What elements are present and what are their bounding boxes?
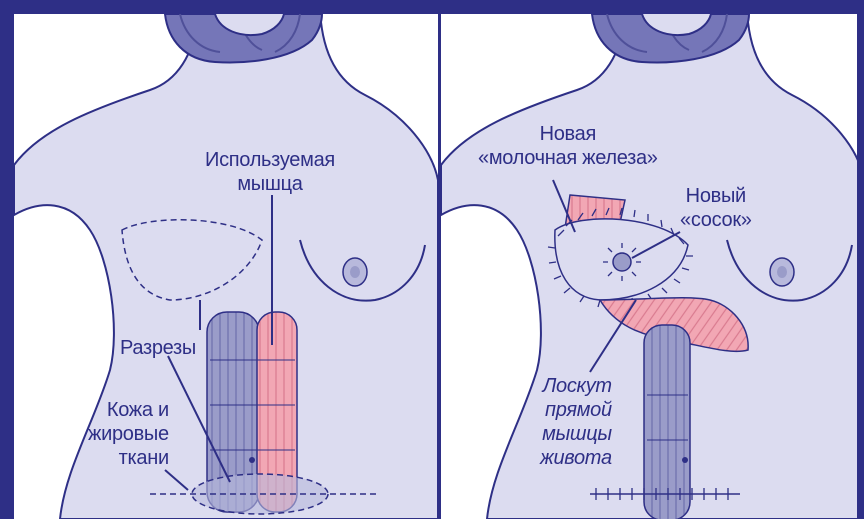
label-used-muscle-line1: Используемая [205, 148, 335, 172]
label-skin-fat-line3: ткани [88, 446, 169, 470]
right-rectus-muscle [644, 325, 690, 519]
label-rectus-flap-line1: Лоскут [540, 374, 612, 398]
label-incisions-text: Разрезы [120, 336, 196, 360]
new-nipple [613, 253, 631, 271]
label-skin-fat-line2: жировые [88, 422, 169, 446]
label-new-nipple: Новый «сосок» [680, 184, 752, 232]
label-new-breast: Новая «молочная железа» [478, 122, 658, 170]
label-rectus-flap-line2: прямой [540, 398, 612, 422]
label-skin-fat-line1: Кожа и [88, 398, 169, 422]
label-new-breast-line1: Новая [478, 122, 658, 146]
label-new-nipple-line1: Новый [680, 184, 752, 208]
label-used-muscle: Используемая мышца [205, 148, 335, 196]
label-rectus-flap-line3: мышцы [540, 422, 612, 446]
label-skin-fat: Кожа и жировые ткани [88, 398, 169, 470]
label-rectus-flap-line4: живота [540, 446, 612, 470]
label-used-muscle-line2: мышца [205, 172, 335, 196]
label-new-breast-line2: «молочная железа» [478, 146, 658, 170]
label-rectus-flap: Лоскут прямой мышцы живота [540, 374, 612, 470]
label-new-nipple-line2: «сосок» [680, 208, 752, 232]
label-incisions: Разрезы [120, 336, 196, 360]
